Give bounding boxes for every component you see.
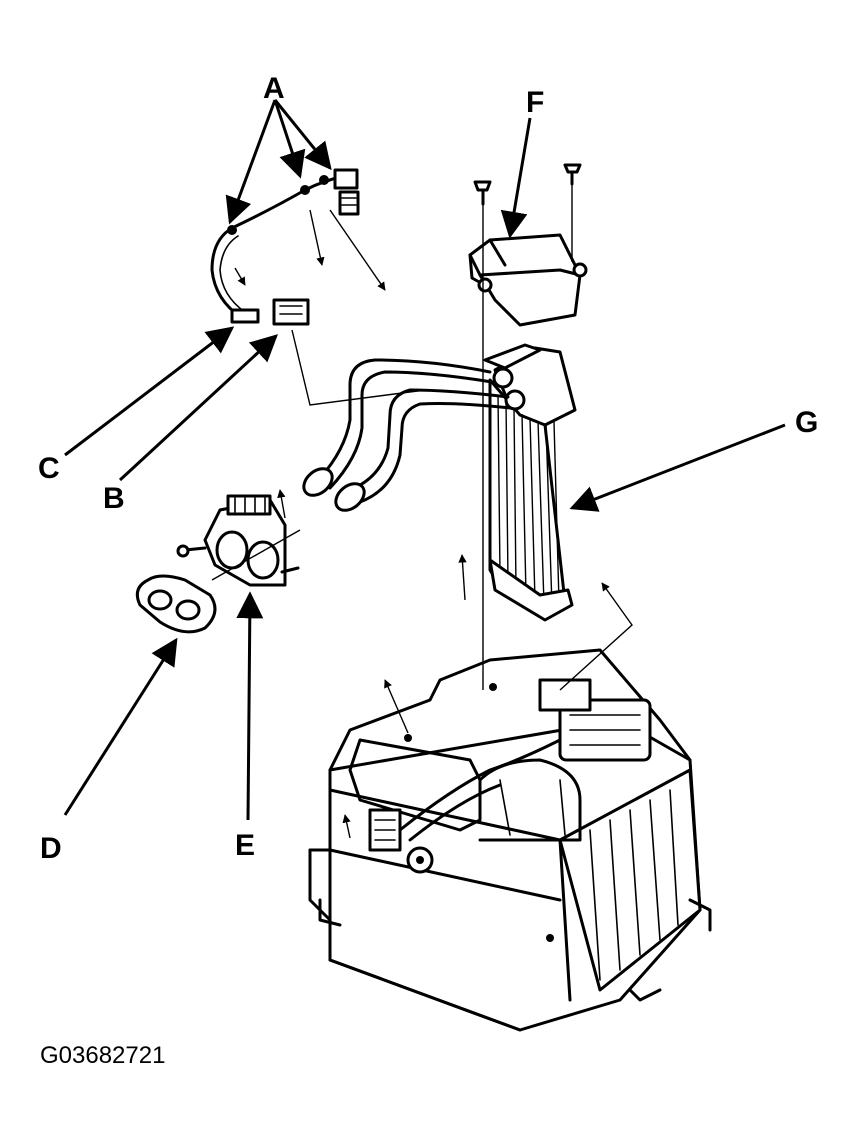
heater-core-pipes xyxy=(302,358,512,512)
figure-id: G03682721 xyxy=(40,1042,165,1069)
callout-b-label: B xyxy=(103,482,125,515)
assembly-guide-lines xyxy=(211,489,633,691)
callout-f-label: F xyxy=(526,86,544,119)
callout-g-label: G xyxy=(795,406,818,439)
callout-c-label: C xyxy=(38,452,60,485)
callout-a-label: A xyxy=(263,72,285,105)
heater-core xyxy=(483,343,577,622)
wire-harness xyxy=(210,168,426,406)
pipe-grommet xyxy=(135,574,217,634)
pipe-seal-plate xyxy=(176,494,300,587)
heater-core-cover xyxy=(468,233,588,327)
callout-d-label: D xyxy=(40,832,62,865)
heater-unit-housing xyxy=(308,648,712,1032)
cover-screw-right xyxy=(563,163,582,262)
cover-screw-left xyxy=(473,180,492,690)
callout-e-label: E xyxy=(235,829,255,862)
callout-leaders xyxy=(63,99,786,821)
